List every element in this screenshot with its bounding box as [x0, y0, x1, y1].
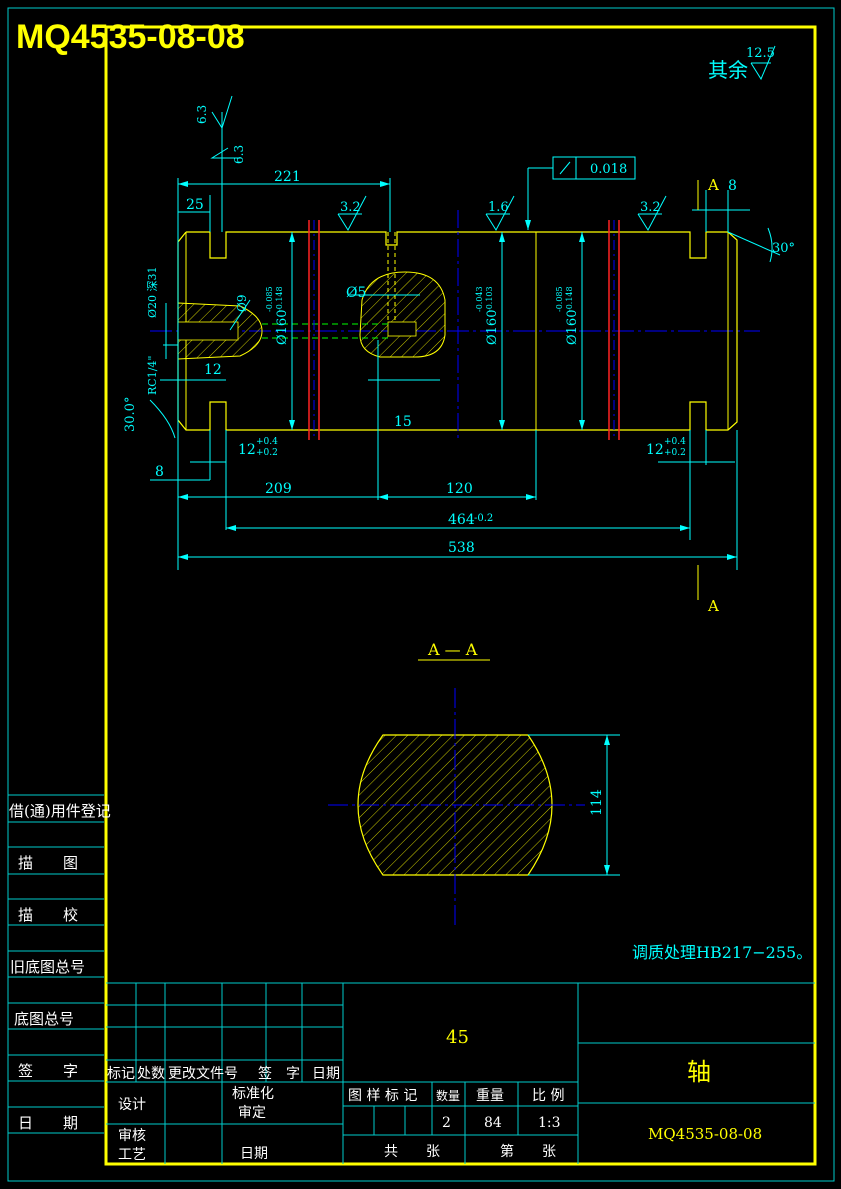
rev-header-2: 更改文件号	[168, 1066, 238, 1082]
svg-text:12.5: 12.5	[746, 46, 775, 61]
strip-item-2: 描 校	[18, 906, 78, 924]
dim-25: 25	[186, 197, 204, 213]
part-name: 轴	[687, 1058, 711, 1086]
cut-label-top: A	[707, 176, 719, 194]
dim-phi160-right-tol-a: -0.085	[555, 286, 564, 312]
scale-value: 1:3	[538, 1115, 561, 1131]
sheets-total: 共 张	[384, 1144, 440, 1160]
rough-16: 1.6	[488, 200, 509, 215]
drawing-number: MQ4535-08-08	[648, 1125, 762, 1143]
strip-item-0: 借(通)用件登记	[9, 802, 111, 820]
left-strip	[8, 794, 104, 1134]
section-a-a: A — A 114	[328, 640, 620, 925]
dim-538: 538	[448, 540, 475, 556]
dim-15: 15	[394, 414, 412, 430]
shaft-main-view	[150, 210, 760, 440]
dim-phi160-right-tol-b: -0.148	[565, 286, 574, 312]
inner-frame	[104, 25, 817, 1166]
svg-text:其余: 其余	[708, 58, 748, 82]
dim-tol-plus-left: +0.4	[256, 437, 278, 447]
rev-header-0: 标记	[107, 1066, 135, 1082]
dimension-texts: 221 25 8 209 120 464 -0.2 538 15 12 8 12…	[123, 105, 795, 556]
weight-value: 84	[484, 1115, 502, 1131]
rev-header-1: 处数	[137, 1066, 165, 1082]
rev-header-3: 签 字	[258, 1065, 300, 1082]
material: 45	[446, 1027, 469, 1048]
dim-12-groove-left: 12	[238, 442, 256, 458]
title-block-grid	[106, 982, 815, 1164]
rough-63b: 6.3	[232, 145, 246, 164]
dim-8-right: 8	[728, 178, 737, 194]
dim-tol-plus-right: +0.4	[664, 437, 686, 447]
dim-angle30: 30.0°	[123, 397, 138, 432]
rough-63a: 6.3	[195, 105, 209, 124]
rev-header-4: 日期	[312, 1066, 340, 1082]
design-label: 设计	[118, 1097, 146, 1113]
section-height-dim: 114	[589, 789, 605, 816]
check-label: 审核	[118, 1128, 146, 1144]
dim-phi160-mid: Ø160	[485, 310, 500, 345]
strip-item-6: 日 期	[18, 1114, 78, 1132]
strip-item-1: 描 图	[18, 854, 78, 872]
cut-label-bottom: A	[707, 597, 719, 615]
dim-221: 221	[274, 169, 301, 185]
dim-tol-minus-left: +0.2	[256, 448, 278, 458]
dim-phi160-mid-tol-a: -0.043	[475, 286, 484, 312]
angle-30-right: 30°	[772, 241, 795, 256]
weight-label: 重量	[476, 1088, 504, 1104]
sheet-number: 第 张	[500, 1143, 556, 1160]
dim-phi160-left: Ø160	[275, 310, 290, 345]
dim-phi160-left-tol-b: -0.148	[275, 286, 284, 312]
approve-label: 审定	[238, 1105, 266, 1121]
header-title: MQ4535-08-08	[16, 18, 245, 56]
rough-32b: 3.2	[640, 200, 661, 215]
dim-phi95: Ø5	[346, 285, 366, 301]
dim-120: 120	[446, 481, 473, 497]
stage-mark-label: 图 样 标 记	[348, 1088, 417, 1104]
heat-treatment-note: 调质处理HB217−255。	[632, 943, 812, 962]
rough-32a: 3.2	[340, 200, 361, 215]
process-label: 工艺	[118, 1147, 146, 1163]
dim-8-left: 8	[155, 464, 164, 480]
dim-phi160-right: Ø160	[565, 310, 580, 345]
dim-rc: RC1/4"	[146, 356, 159, 395]
dim-phi160-left-tol-a: -0.085	[265, 286, 274, 312]
dim-phi20: Ø20 深31	[146, 266, 159, 318]
strip-item-5: 签 字	[18, 1062, 78, 1080]
dimension-lines	[149, 95, 781, 600]
dim-12-bore: 12	[204, 362, 222, 378]
date-label: 日期	[240, 1146, 268, 1162]
strip-item-4: 底图总号	[14, 1010, 74, 1028]
section-label: A — A	[427, 640, 478, 659]
scale-label: 比 例	[532, 1088, 564, 1104]
dim-12-groove-right: 12	[646, 442, 664, 458]
qty-value: 2	[442, 1115, 451, 1131]
dim-464-tol: -0.2	[474, 513, 493, 524]
dim-464: 464	[448, 512, 475, 528]
roughness-other-note: 其余 12.5	[708, 45, 776, 82]
outer-border	[7, 7, 835, 1182]
tol-frame-value: 0.018	[590, 162, 627, 177]
dim-tol-minus-right: +0.2	[664, 448, 686, 458]
left-strip-labels: 借(通)用件登记 描 图 描 校 旧底图总号 底图总号 签 字 日 期	[9, 802, 111, 1132]
dim-209: 209	[265, 481, 292, 497]
strip-item-3: 旧底图总号	[10, 958, 85, 976]
title-block-texts: 45 轴 MQ4535-08-08 标记 处数 更改文件号 签 字 日期 设计 …	[107, 1027, 762, 1163]
dim-phi9: Ø9	[235, 295, 249, 312]
dimension-arrows	[178, 181, 737, 560]
qty-label: 数量	[436, 1088, 460, 1103]
dim-phi160-mid-tol-b: -0.103	[485, 286, 494, 312]
standardize-label: 标准化	[232, 1086, 274, 1102]
